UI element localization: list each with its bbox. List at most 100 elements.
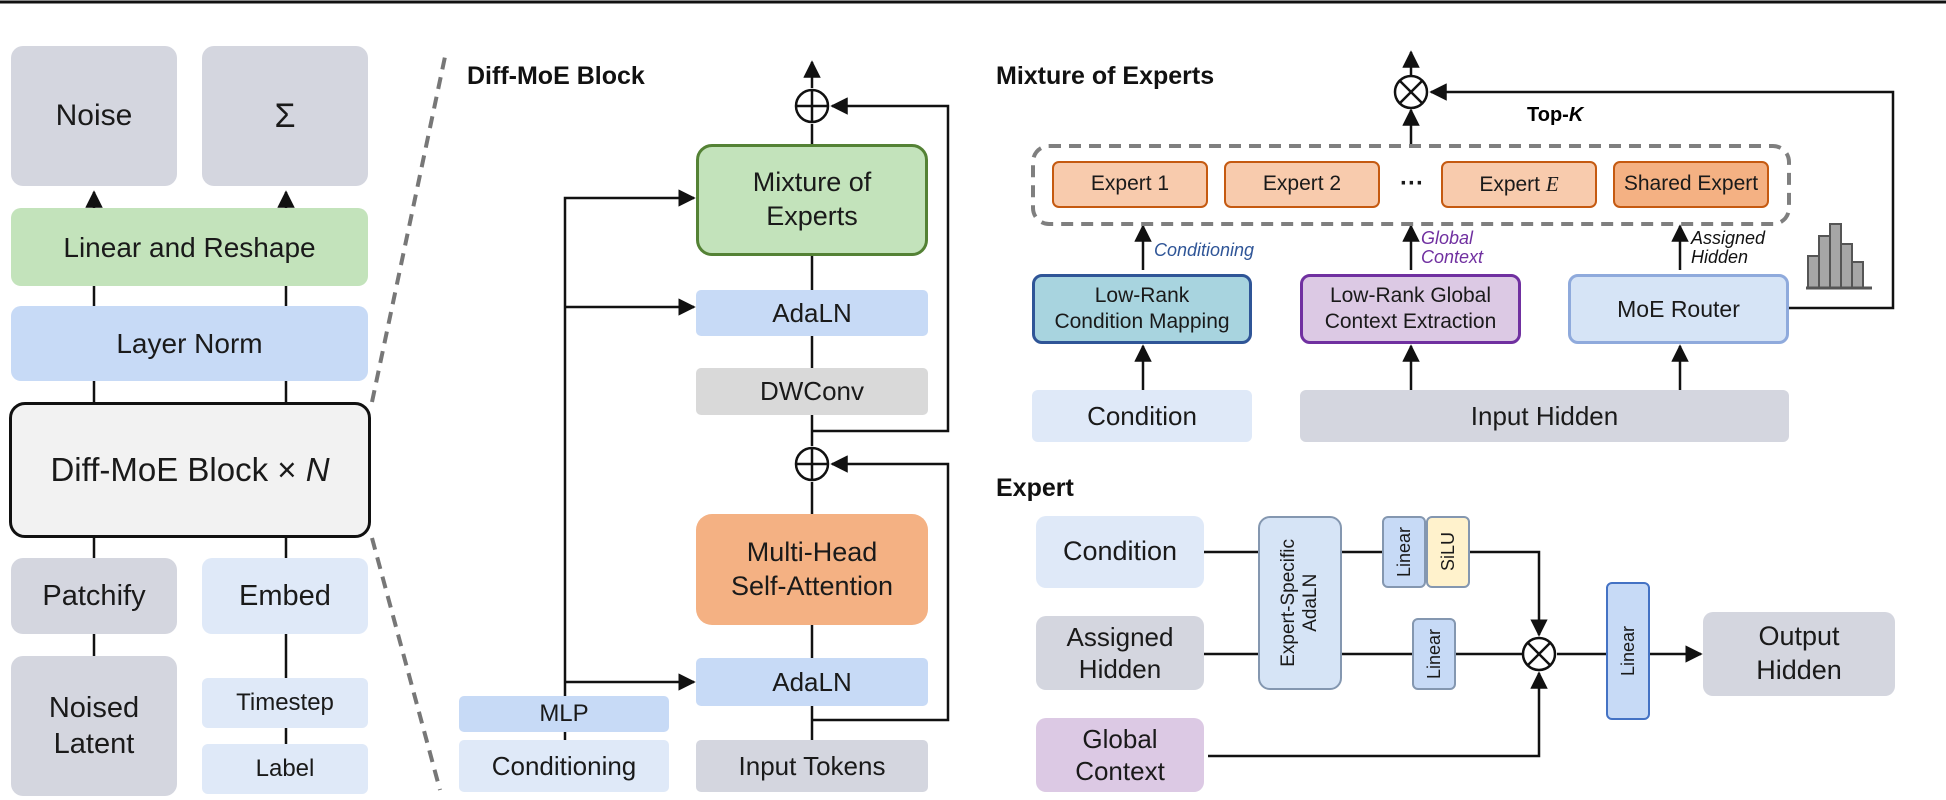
topk-label: Top-K (1527, 104, 1584, 126)
input-tokens-label: Input Tokens (738, 750, 886, 781)
anno-global-context: Global Context (1421, 229, 1483, 267)
silu-box: SiLU (1426, 516, 1470, 588)
adaln-line2: AdaLN (1300, 573, 1321, 633)
anno-assigned-line1: Assigned (1691, 228, 1766, 248)
noise-box: Noise (11, 46, 177, 186)
adaln-vertical-label: Expert-Specific AdaLN (1278, 539, 1322, 667)
lowrank-condition-box: Low-Rank Condition Mapping (1032, 274, 1252, 344)
noised-label: Noised (48, 691, 140, 724)
layer-norm-label: Layer Norm (116, 328, 263, 359)
embed-label: Embed (239, 579, 331, 612)
shared-expert-label: Shared Expert (1623, 172, 1759, 196)
input-tokens-box: Input Tokens (696, 740, 928, 792)
shared-expert-box: Shared Expert (1613, 161, 1769, 208)
input-hidden-label: Input Hidden (1470, 400, 1619, 431)
expert-global-line1: Global (1082, 723, 1158, 754)
moe-condition-label: Condition (1087, 400, 1197, 431)
anno-conditioning: Conditioning (1154, 240, 1255, 260)
diff-moe-block-box: Diff-MoE Block × N (9, 402, 371, 538)
linear-reshape-box: Linear and Reshape (11, 208, 368, 286)
linear-b-label: Linear (1423, 628, 1444, 680)
anno-assigned-line2: Hidden (1691, 246, 1749, 267)
expert-2-box: Expert 2 (1224, 161, 1380, 208)
expert-1-label: Expert 1 (1090, 172, 1170, 196)
patchify-label: Patchify (42, 579, 146, 612)
expert-assigned-hidden-box: Assigned Hidden (1036, 616, 1204, 690)
timestep-box: Timestep (202, 678, 368, 728)
silu-label: SiLU (1437, 532, 1458, 572)
output-line1: Output (1758, 621, 1840, 652)
moe-panel-title: Mixture of Experts (996, 62, 1215, 90)
adaln-bottom-label: AdaLN (772, 666, 852, 697)
experts-ellipsis: ··· (1388, 166, 1436, 202)
lowrank-global-box: Low-Rank Global Context Extraction (1300, 274, 1521, 344)
expert-connectors (1202, 550, 1703, 758)
dwconv-label: DWConv (759, 376, 864, 407)
experts-group-outline (1031, 144, 1791, 226)
moe-router-box: MoE Router (1568, 274, 1789, 344)
left-connectors (85, 190, 295, 744)
expert-assigned-line2: Hidden (1078, 654, 1162, 684)
label-label: Label (255, 755, 315, 782)
label-box: Label (202, 744, 368, 794)
block-label-n: N (305, 451, 330, 489)
block-adders (794, 88, 830, 482)
block-label-prefix: Diff-MoE Block × (50, 451, 306, 489)
block-panel-title: Diff-MoE Block (467, 62, 645, 90)
anno-global-line2: Context (1421, 246, 1484, 267)
expert-condition-box: Condition (1036, 516, 1204, 588)
expert-condition-label: Condition (1062, 536, 1178, 567)
moe-connectors (1134, 50, 1895, 390)
linear-a-box: Linear (1382, 516, 1426, 588)
lowrank-condition-line1: Low-Rank (1094, 283, 1190, 307)
mhsa-line2: Self-Attention (730, 570, 894, 601)
timestep-label: Timestep (236, 689, 334, 716)
block-moe-box: Mixture of Experts (696, 144, 928, 256)
input-hidden-box: Input Hidden (1300, 390, 1789, 442)
noise-label: Noise (55, 99, 133, 133)
ellipsis-label: ··· (1400, 170, 1424, 197)
conditioning-box: Conditioning (459, 740, 669, 792)
expert-specific-adaln-box: Expert-Specific AdaLN (1258, 516, 1342, 690)
lowrank-global-line2: Context Extraction (1324, 310, 1497, 333)
sigma-label: Σ (274, 96, 296, 135)
anno-global-line1: Global (1421, 228, 1474, 248)
expert-2-label: Expert 2 (1262, 172, 1342, 196)
linear-reshape-label: Linear and Reshape (63, 231, 316, 263)
block-moe-line2: Experts (766, 201, 858, 231)
noised-latent-box: Noised Latent (11, 656, 177, 796)
moe-multiply (1393, 74, 1429, 110)
mlp-box: MLP (459, 696, 669, 732)
expert-e-label: Expert E (1479, 171, 1559, 196)
latent-label: Latent (53, 728, 135, 760)
block-label: Diff-MoE Block × N (50, 449, 329, 490)
linear-c-label: Linear (1617, 625, 1638, 677)
patchify-box: Patchify (11, 558, 177, 634)
lowrank-global-line1: Low-Rank Global (1329, 283, 1492, 307)
linear-a-label: Linear (1393, 526, 1414, 578)
expert-panel-title: Expert (996, 474, 1074, 502)
adaln-top-label: AdaLN (772, 297, 852, 328)
histogram-icon (1806, 223, 1872, 290)
mhsa-box: Multi-Head Self-Attention (696, 514, 928, 625)
mlp-label: MLP (539, 700, 589, 727)
linear-c-box: Linear (1606, 582, 1650, 720)
moe-condition-box: Condition (1032, 390, 1252, 442)
anno-assigned-hidden: Assigned Hidden (1691, 229, 1765, 267)
expert-1-box: Expert 1 (1052, 161, 1208, 208)
output-line2: Hidden (1756, 655, 1842, 685)
mhsa-line1: Multi-Head (746, 536, 878, 567)
expert-global-context-box: Global Context (1036, 718, 1204, 792)
adaln-top-box: AdaLN (696, 290, 928, 336)
output-hidden-box: Output Hidden (1703, 612, 1895, 696)
block-moe-line1: Mixture of (752, 167, 872, 198)
expert-global-line2: Context (1075, 756, 1165, 786)
moe-router-label: MoE Router (1617, 295, 1740, 322)
zoom-line-bottom (370, 537, 442, 791)
lowrank-condition-line2: Condition Mapping (1054, 310, 1230, 333)
linear-b-box: Linear (1412, 618, 1456, 690)
expert-e-box: Expert E (1441, 161, 1597, 208)
adaln-line1: Expert-Specific (1278, 539, 1300, 667)
sigma-box: Σ (202, 46, 368, 186)
adaln-bottom-box: AdaLN (696, 658, 928, 706)
